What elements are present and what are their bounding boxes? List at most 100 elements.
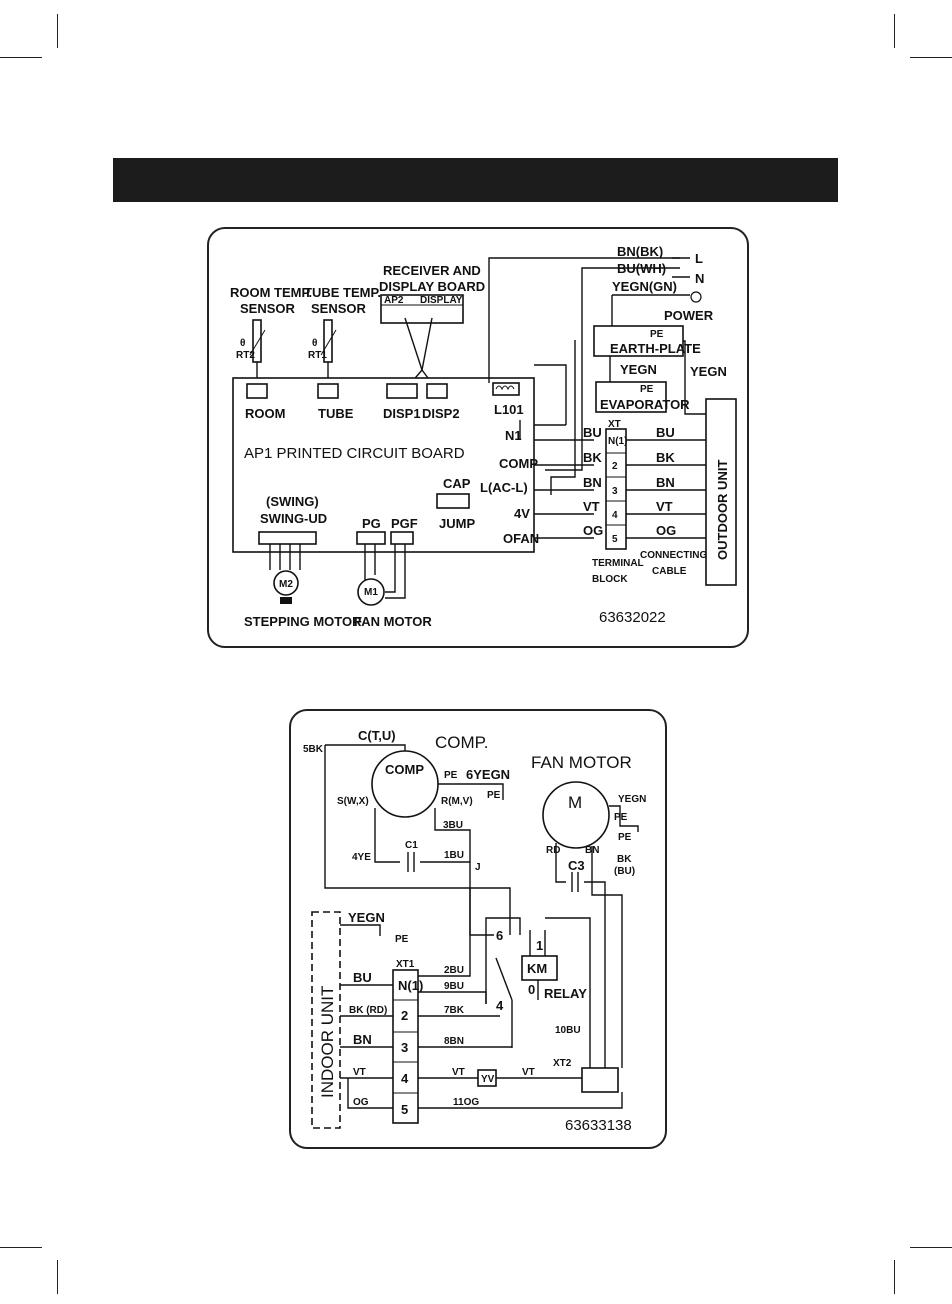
crop-mark — [894, 14, 895, 48]
disp2-connector-label: DISP2 — [422, 406, 460, 421]
xt1-n1: N(1) — [398, 978, 423, 993]
comp-6yegn: 6YEGN — [466, 767, 510, 782]
fan-motor-title: FAN MOTOR — [531, 753, 632, 772]
earth-plate-label: EARTH-PLATE — [610, 341, 701, 356]
disp1-connector-label: DISP1 — [383, 406, 421, 421]
thermistor-rt2-icon — [249, 319, 266, 382]
swing-connector — [258, 531, 317, 545]
indoor-diagram-code: 63632022 — [599, 609, 666, 626]
tube-connector-label: TUBE — [318, 406, 354, 421]
pg-connector — [356, 531, 386, 545]
relay-pin-4: 4 — [496, 998, 504, 1013]
xt1-4: 4 — [401, 1071, 409, 1086]
comp-s-terminal: S(W,X) — [337, 796, 369, 807]
fan-motor-yegn: YEGN — [618, 794, 646, 805]
display-label: DISPLAY — [420, 295, 463, 306]
ap2-label: AP2 — [384, 295, 404, 306]
crop-mark — [57, 14, 58, 48]
outdoor-unit-box — [705, 398, 737, 586]
wire-left-bn: BN — [583, 475, 602, 490]
stepping-motor-icon — [269, 544, 301, 604]
crop-mark — [894, 1260, 895, 1294]
4v-output-label: 4V — [514, 506, 530, 521]
crop-mark — [910, 1247, 952, 1248]
m2-label: M2 — [279, 579, 293, 590]
wire-9bu: 9BU — [444, 981, 464, 992]
yegn-gn-label: YEGN(GN) — [612, 279, 677, 294]
terminal-4: 4 — [612, 510, 618, 521]
stepping-motor-label: STEPPING MOTOR — [244, 614, 362, 629]
comp-title: COMP. — [435, 733, 489, 752]
room-sensor-ref: RT2 — [236, 350, 255, 361]
wire-right-vt: VT — [656, 499, 673, 514]
indoor-bk-rd: BK (RD) — [349, 1005, 387, 1016]
xt1-label: XT1 — [396, 959, 415, 970]
indoor-unit-box — [311, 911, 341, 1129]
tube-sensor-ref: RT1 — [308, 350, 327, 361]
comp-5bk: 5BK — [303, 744, 324, 755]
m1-label: M1 — [364, 587, 378, 598]
relay-pin-6: 6 — [496, 928, 503, 943]
cap-jumper — [436, 493, 470, 509]
fan-motor-rd: RD — [546, 845, 560, 856]
connecting-cable-label: CONNECTING — [640, 550, 707, 561]
display-board-label: DISPLAY BOARD — [379, 279, 485, 294]
outdoor-yegn-label: YEGN — [690, 364, 727, 379]
comp-c-terminal: C(T,U) — [358, 728, 396, 743]
relay-pin-1: 1 — [536, 938, 543, 953]
xt1-5: 5 — [401, 1102, 408, 1117]
indoor-pe: PE — [395, 934, 409, 945]
pcb-output-wires — [488, 257, 680, 539]
terminal-block — [605, 428, 706, 550]
pgf-label: PGF — [391, 516, 418, 531]
terminal-3: 3 — [612, 486, 618, 497]
evaporator-label: EVAPORATOR — [600, 397, 690, 412]
xt1-terminal-block — [340, 888, 623, 1124]
indoor-bn: BN — [353, 1032, 372, 1047]
wire-left-vt: VT — [583, 499, 600, 514]
junction-j: J — [475, 862, 481, 873]
display-board-label: RECEIVER AND — [383, 263, 481, 278]
evaporator-pe: PE — [640, 384, 654, 395]
comp-output-label: COMP — [499, 456, 538, 471]
power-terminals — [611, 257, 702, 326]
crop-mark — [0, 1247, 42, 1248]
comp-pe: PE — [444, 770, 458, 781]
earth-plate-box — [593, 325, 684, 357]
comp-4ye: 4YE — [352, 852, 371, 863]
pcb-title: AP1 PRINTED CIRCUIT BOARD — [244, 445, 465, 462]
wire-right-bn: BN — [656, 475, 675, 490]
c1-label: C1 — [405, 840, 418, 851]
indoor-bu: BU — [353, 970, 372, 985]
xt1-3: 3 — [401, 1040, 408, 1055]
xt2-label: XT2 — [553, 1058, 572, 1069]
indoor-unit-label: INDOOR UNIT — [318, 986, 337, 1098]
jump-label: JUMP — [439, 516, 475, 531]
indoor-og: OG — [353, 1097, 369, 1108]
n-terminal-label: N — [695, 271, 704, 286]
evaporator-yegn-label: YEGN — [620, 362, 657, 377]
wire-left-bk: BK — [583, 450, 602, 465]
terminal-n1: N(1) — [608, 436, 627, 447]
wire-vt-b: VT — [522, 1067, 535, 1078]
connecting-cable-label: CABLE — [652, 566, 687, 577]
terminal-2: 2 — [612, 461, 618, 472]
relay-icon — [485, 917, 591, 1068]
relay-pin-0: 0 — [528, 982, 535, 997]
terminal-block-label: BLOCK — [592, 574, 628, 585]
l-ac-output-label: L(AC-L) — [480, 480, 528, 495]
l-terminal-label: L — [695, 251, 703, 266]
comp-pe-ground: PE — [487, 790, 501, 801]
fan-motor-icon — [542, 781, 639, 1068]
km-label: KM — [527, 961, 547, 976]
ofan-output-label: OFAN — [503, 531, 539, 546]
fan-motor-pe: PE — [614, 812, 628, 823]
wire-7bk: 7BK — [444, 1005, 465, 1016]
l101-label: L101 — [494, 402, 524, 417]
wire-8bn: 8BN — [444, 1036, 464, 1047]
room-connector-label: ROOM — [245, 406, 285, 421]
indoor-vt: VT — [353, 1067, 366, 1078]
comp-1bu: 1BU — [444, 850, 464, 861]
earth-plate-pe: PE — [650, 329, 664, 340]
wire-11og: 11OG — [453, 1097, 479, 1108]
